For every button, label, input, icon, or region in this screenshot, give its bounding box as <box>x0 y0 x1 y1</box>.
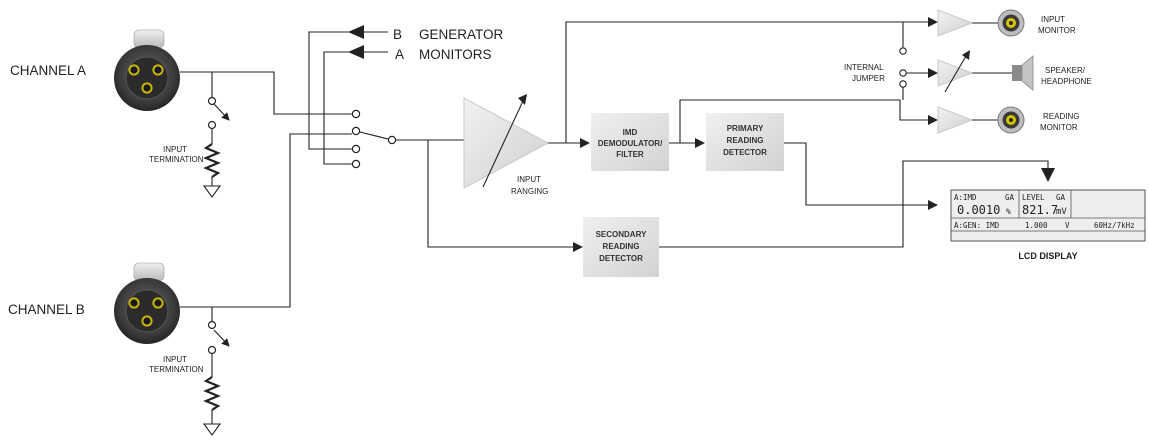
lcd-cell1-value: 0.0010 <box>957 203 1000 217</box>
internal-jumper-label-1: INTERNAL <box>844 63 884 72</box>
xlr-connector-a-icon <box>114 29 180 111</box>
generator-monitor-wiring <box>308 25 388 165</box>
reading-monitor-label-2: MONITOR <box>1040 123 1078 132</box>
secondary-block-line-1: SECONDARY <box>596 230 647 239</box>
input-termination-b-label-2: TERMINATION <box>149 365 204 374</box>
generator-b-label: B <box>393 27 402 42</box>
primary-block-line-1: PRIMARY <box>727 124 764 133</box>
lcd-cell2-unit: mV <box>1056 207 1067 217</box>
lcd-display: A:IMD GA 0.0010 % LEVEL GA 821.7 mV A:GE… <box>950 189 1146 242</box>
input-ranging-amplifier-icon <box>463 94 550 189</box>
reading-monitor-bnc-icon <box>997 106 1025 134</box>
main-signal-wiring <box>396 139 583 252</box>
secondary-block-line-2: READING <box>603 242 640 251</box>
primary-output-wiring <box>784 142 938 210</box>
lcd-cell2-tag: GA <box>1056 193 1066 202</box>
channel-b-wiring <box>180 133 352 436</box>
input-ranging-label-1: INPUT <box>517 175 541 184</box>
secondary-reading-detector-block: SECONDARY READING DETECTOR <box>583 217 659 277</box>
primary-reading-detector-block: PRIMARY READING DETECTOR <box>706 113 784 171</box>
lcd-cell2-title: LEVEL <box>1022 193 1045 202</box>
input-monitor-amp-icon <box>937 9 998 37</box>
speaker-label-2: HEADPHONE <box>1041 77 1092 86</box>
input-ranging-label-2: RANGING <box>511 187 548 196</box>
lcd-cell1-unit: % <box>1006 207 1011 216</box>
speaker-amp-icon <box>937 50 1012 93</box>
generator-label: GENERATOR <box>419 27 504 42</box>
input-termination-b-label-1: INPUT <box>163 355 187 364</box>
secondary-output-wiring <box>659 160 1055 248</box>
lcd-cell2-value: 821.7 <box>1022 203 1058 217</box>
generator-a-label: A <box>395 47 404 62</box>
input-termination-a-label-2: TERMINATION <box>149 155 204 164</box>
lcd-gen-level: 1.000 <box>1025 221 1048 230</box>
xlr-connector-b-icon <box>114 262 180 344</box>
reading-monitor-amp-icon <box>937 106 998 134</box>
imd-block-line-3: FILTER <box>616 150 644 159</box>
input-monitor-label-1: INPUT <box>1041 15 1065 24</box>
imd-block-line-1: IMD <box>623 128 638 137</box>
demodulator-output-wiring <box>669 99 938 148</box>
input-monitor-bnc-icon <box>997 9 1025 37</box>
imd-block-line-2: DEMODULATOR/ <box>598 139 663 148</box>
primary-block-line-2: READING <box>727 136 764 145</box>
imd-demodulator-block: IMD DEMODULATOR/ FILTER <box>591 113 669 171</box>
channel-a-label: CHANNEL A <box>10 63 86 78</box>
speaker-icon <box>1012 55 1034 91</box>
amplifier-output-wiring <box>548 17 938 148</box>
lcd-cell1-title: A:IMD <box>954 193 977 202</box>
lcd-cell1-tag: GA <box>1005 193 1015 202</box>
channel-b-label: CHANNEL B <box>8 302 85 317</box>
lcd-gen-unit: V <box>1065 221 1070 230</box>
secondary-block-line-3: DETECTOR <box>599 254 643 263</box>
internal-jumper <box>899 22 938 100</box>
speaker-label-1: SPEAKER/ <box>1045 66 1086 75</box>
input-monitor-label-2: MONITOR <box>1038 26 1076 35</box>
channel-a-wiring <box>180 71 352 198</box>
input-selector-switch <box>351 109 397 169</box>
internal-jumper-label-2: JUMPER <box>852 74 885 83</box>
lcd-display-label: LCD DISPLAY <box>1018 251 1077 261</box>
monitors-label: MONITORS <box>419 47 492 62</box>
input-termination-a-label-1: INPUT <box>163 145 187 154</box>
lcd-gen-freq: 60Hz/7kHz <box>1094 221 1135 230</box>
primary-block-line-3: DETECTOR <box>723 148 767 157</box>
lcd-gen-label: A:GEN: IMD <box>954 221 1000 230</box>
reading-monitor-label-1: READING <box>1043 112 1079 121</box>
